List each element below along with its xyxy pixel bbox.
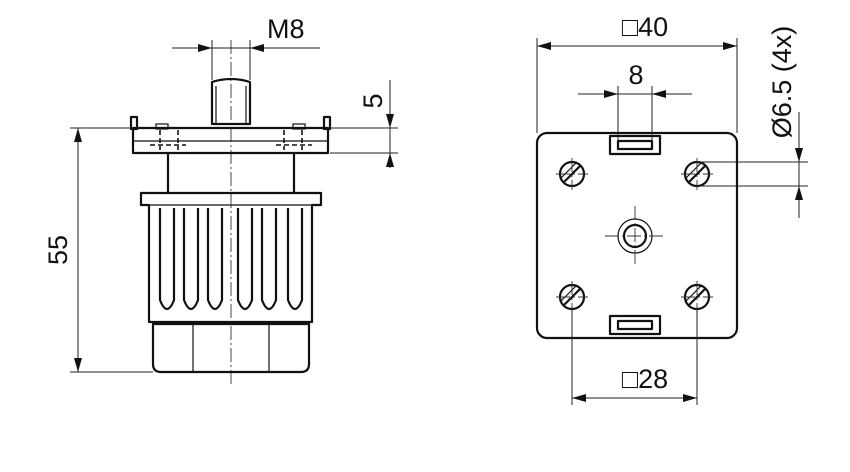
mounting-hole-bottom-left bbox=[556, 281, 588, 313]
bottom-slot bbox=[608, 314, 662, 336]
thread-label: M8 bbox=[267, 14, 305, 44]
side-view: M8 5 55 bbox=[43, 14, 398, 385]
dimension-height: 55 bbox=[43, 127, 153, 373]
dimension-hole-diameter: Ø6.5 (4x) bbox=[697, 26, 808, 218]
ribbed-body bbox=[139, 191, 323, 324]
dimension-hole-spacing: □28 bbox=[571, 309, 698, 405]
hole-diameter-label: Ø6.5 (4x) bbox=[767, 26, 797, 139]
base-plate bbox=[535, 131, 739, 340]
dimension-base-size: □40 bbox=[536, 12, 738, 133]
dimension-thread: M8 bbox=[172, 14, 320, 80]
top-view: □40 8 Ø6.5 (4x) □28 bbox=[535, 12, 808, 405]
dimension-flange-thickness: 5 bbox=[330, 80, 398, 168]
threaded-stud bbox=[210, 77, 252, 126]
hole-spacing-label: □28 bbox=[622, 364, 668, 394]
mounting-hole-top-left bbox=[556, 158, 588, 190]
center-thread bbox=[605, 206, 665, 266]
neck bbox=[166, 153, 296, 193]
dimension-slot-width: 8 bbox=[578, 60, 692, 141]
flange-thickness-label: 5 bbox=[358, 93, 388, 108]
base-size-label: □40 bbox=[622, 12, 668, 42]
height-label: 55 bbox=[43, 235, 73, 265]
mounting-hole-top-right bbox=[681, 158, 713, 190]
foot bbox=[151, 322, 311, 374]
slot-width-label: 8 bbox=[628, 60, 643, 90]
mounting-hole-bottom-right bbox=[681, 281, 713, 313]
top-slot bbox=[608, 134, 662, 156]
flange-plate bbox=[129, 115, 332, 155]
